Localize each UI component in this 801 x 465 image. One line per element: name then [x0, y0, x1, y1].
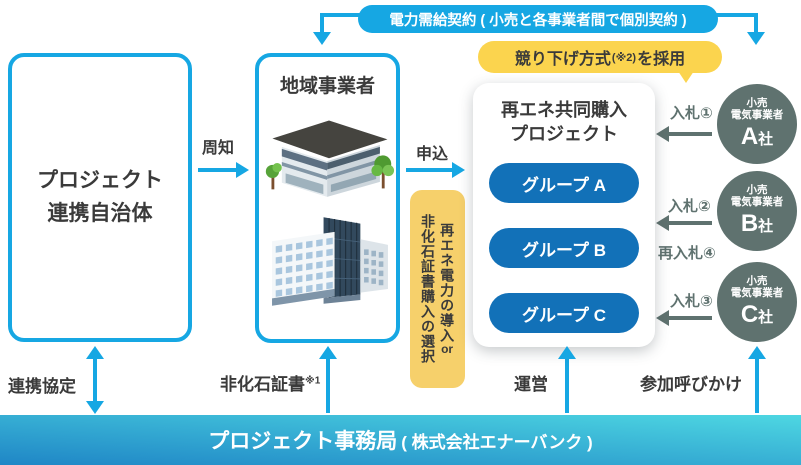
partnership-label: 連携協定	[8, 377, 76, 396]
municipality-title: プロジェクト 連携自治体	[37, 168, 163, 225]
project-office-bar: プロジェクト事務局 ( 株式会社エナーバンク )	[0, 415, 801, 465]
operation-arrow	[565, 357, 569, 413]
regional-business-title: 地域事業者	[279, 76, 375, 97]
banner-right-connector-drop	[754, 13, 758, 33]
apply-arrow	[406, 168, 452, 172]
non-fossil-certificate-arrow	[326, 357, 330, 413]
non-fossil-arrowhead-icon	[319, 346, 337, 359]
non-fossil-note: ※1	[305, 375, 321, 387]
selection-box: 再エネ電力の導入or 非化石証書購入の選択	[410, 190, 465, 388]
group-b-pill: グループ B	[489, 228, 639, 268]
project-office-subtitle: ( 株式会社エナーバンク )	[401, 432, 593, 452]
non-fossil-certificate-label: 非化石証書※1	[220, 375, 321, 394]
callout-tail-icon	[678, 71, 694, 83]
partnership-arrowhead-up-icon	[86, 346, 104, 359]
regional-business-box: 地域事業者	[255, 53, 400, 343]
bid-arrowhead-c-icon	[656, 310, 669, 326]
auction-method-callout: 競り下げ方式(※2)を採用	[478, 41, 722, 73]
office-building-icon	[265, 120, 395, 197]
bid-arrowhead-a-icon	[656, 126, 669, 142]
notify-label: 周知	[202, 140, 235, 157]
retailer-c-circle: 小売 電気事業者 C社	[717, 262, 797, 342]
project-office-title: プロジェクト事務局	[208, 430, 398, 453]
bid1-label: 入札①	[670, 105, 713, 122]
bid2-label: 入札②	[668, 198, 711, 215]
participation-call-arrow	[755, 357, 759, 413]
apply-arrowhead-icon	[452, 162, 465, 178]
partnership-arrowhead-down-icon	[86, 401, 104, 414]
highrise-building-icon	[272, 217, 388, 306]
partnership-arrow	[93, 357, 97, 404]
rebid4-label: 再入札④	[658, 245, 716, 262]
banner-left-connector-drop	[320, 13, 324, 33]
selection-line-2: 非化石証書購入の選択	[420, 214, 436, 364]
group-a-pill: グループ A	[489, 163, 639, 203]
banner-left-connector	[320, 13, 366, 17]
callout-text-suffix: を採用	[637, 51, 686, 68]
bid-arrowhead-b-icon	[656, 215, 669, 231]
banner-right-connector	[710, 13, 758, 17]
selection-line-1: 再エネ電力の導入or	[439, 223, 456, 355]
bid-arrow-c	[669, 316, 712, 320]
banner-right-arrowhead-icon	[747, 32, 765, 45]
retailer-a-circle: 小売 電気事業者 A社	[717, 84, 797, 164]
participation-arrowhead-icon	[748, 346, 766, 359]
notify-arrowhead-icon	[236, 162, 249, 178]
callout-note: (※2)	[611, 51, 637, 64]
bid-arrow-b	[669, 221, 712, 225]
municipality-box: プロジェクト 連携自治体	[8, 53, 192, 342]
apply-label: 申込	[416, 146, 449, 163]
callout-text: 競り下げ方式	[514, 51, 611, 68]
joint-purchase-title: 再エネ共同購入 プロジェクト	[501, 100, 627, 145]
participation-call-label: 参加呼びかけ	[640, 375, 742, 394]
operation-label: 運営	[514, 375, 548, 394]
retailer-b-circle: 小売 電気事業者 B社	[717, 171, 797, 251]
bid-arrow-a	[669, 132, 712, 136]
bid3-label: 入札③	[670, 293, 713, 310]
notify-arrow	[198, 168, 236, 172]
group-c-pill: グループ C	[489, 293, 639, 333]
power-supply-contract-banner: 電力需給契約 ( 小売と各事業者間で個別契約 )	[358, 5, 718, 33]
joint-purchase-project-box: 再エネ共同購入 プロジェクト グループ A グループ B グループ C	[473, 83, 655, 347]
operation-arrowhead-icon	[558, 346, 576, 359]
banner-left-arrowhead-icon	[313, 32, 331, 45]
or-label: or	[441, 343, 454, 355]
